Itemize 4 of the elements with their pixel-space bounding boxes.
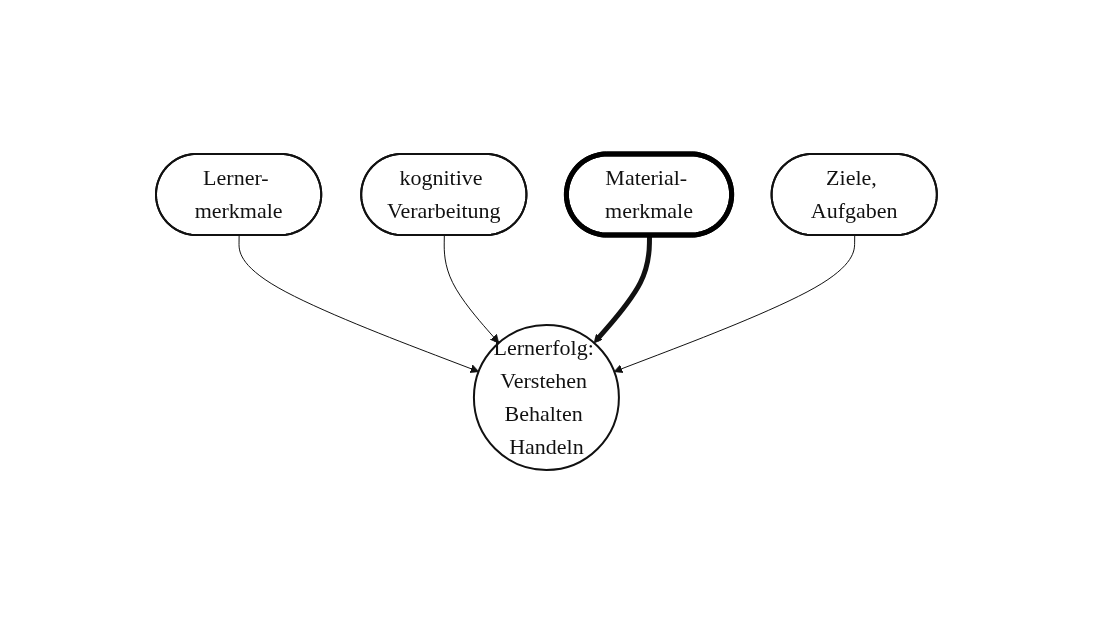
node-circle: Lernerfolg: Verstehen Behalten Handeln xyxy=(473,323,620,471)
arrow xyxy=(443,234,500,343)
arrow xyxy=(238,234,480,373)
arrow xyxy=(613,234,856,373)
